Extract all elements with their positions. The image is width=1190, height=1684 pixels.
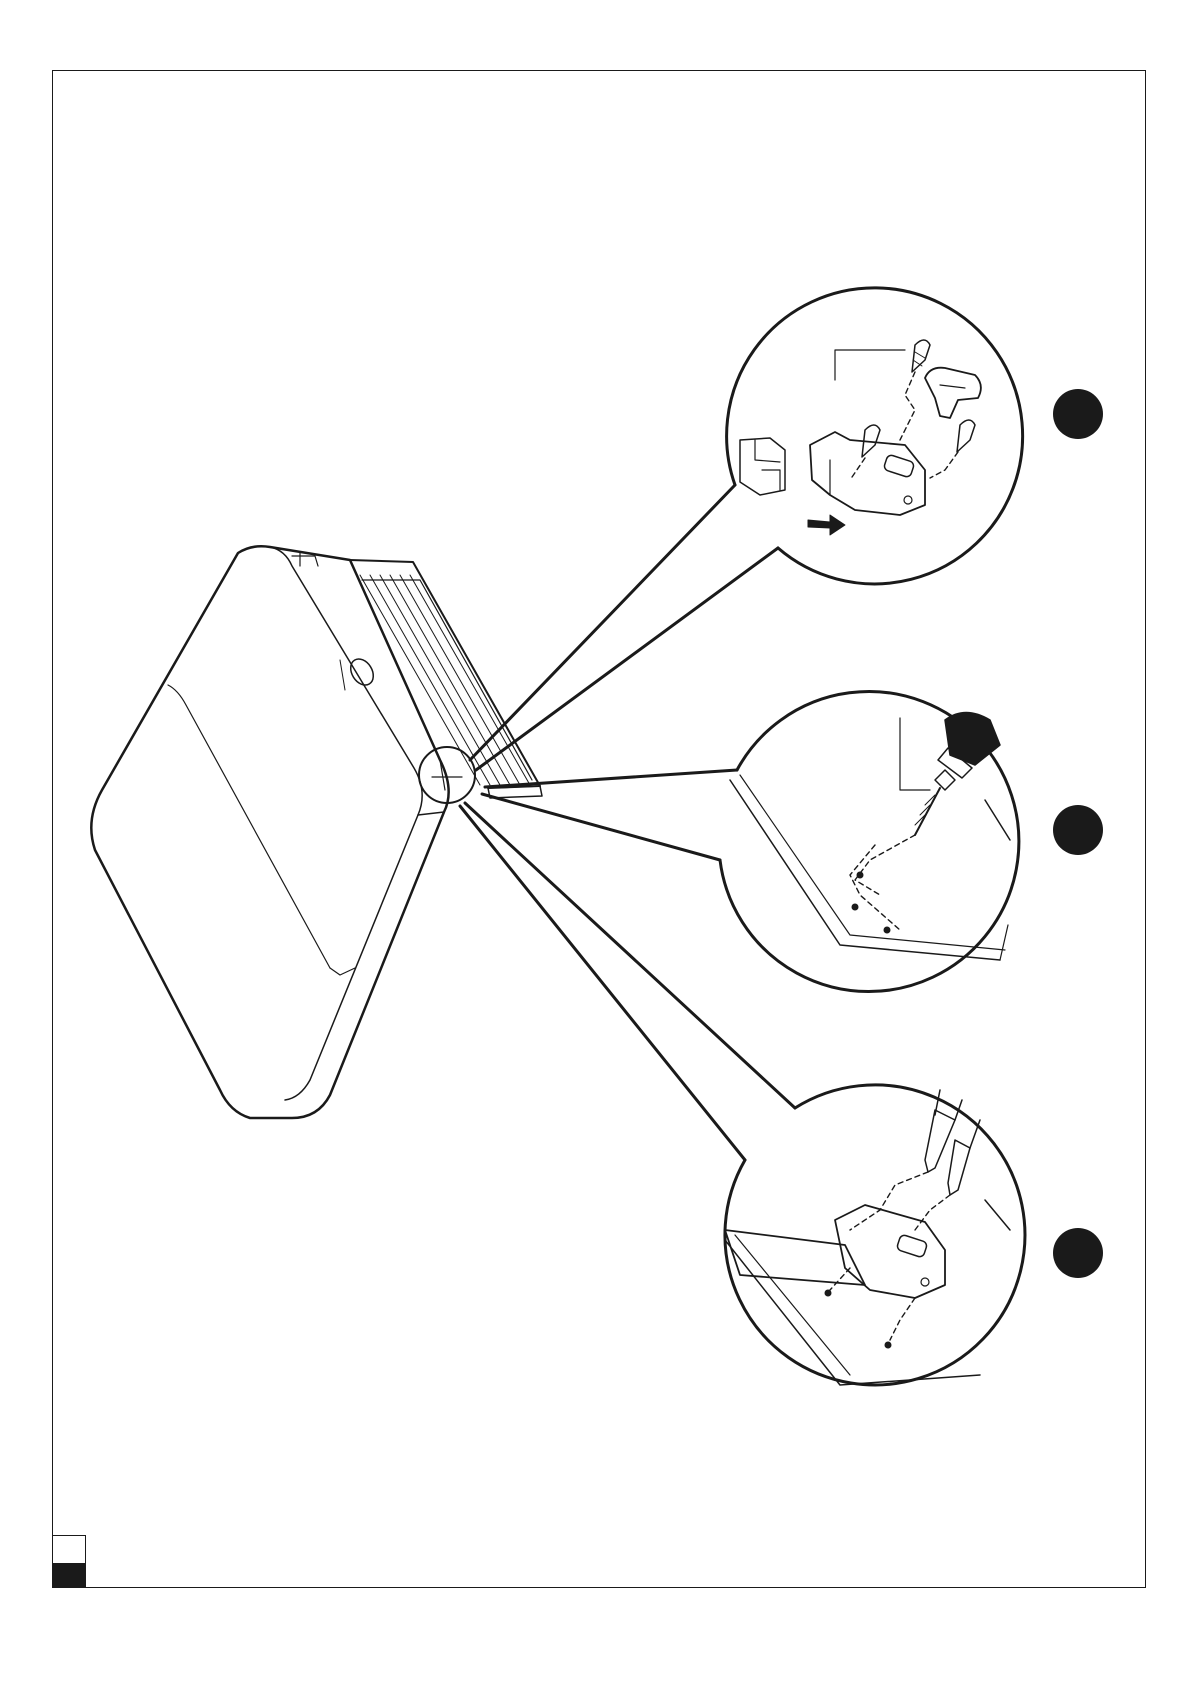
blind-slats [350, 560, 542, 798]
detail-circle-1 [727, 288, 1023, 584]
detail-circle-3 [725, 1085, 1025, 1385]
callout-lines [460, 485, 795, 1160]
page-corner-box [52, 1535, 86, 1565]
step-2-marker [1053, 805, 1103, 855]
detail-circle-2 [720, 692, 1019, 992]
step-1-marker [1053, 389, 1103, 439]
housing-unit [91, 546, 448, 1118]
page-number-tab [52, 1563, 86, 1588]
step-3-marker [1053, 1228, 1103, 1278]
